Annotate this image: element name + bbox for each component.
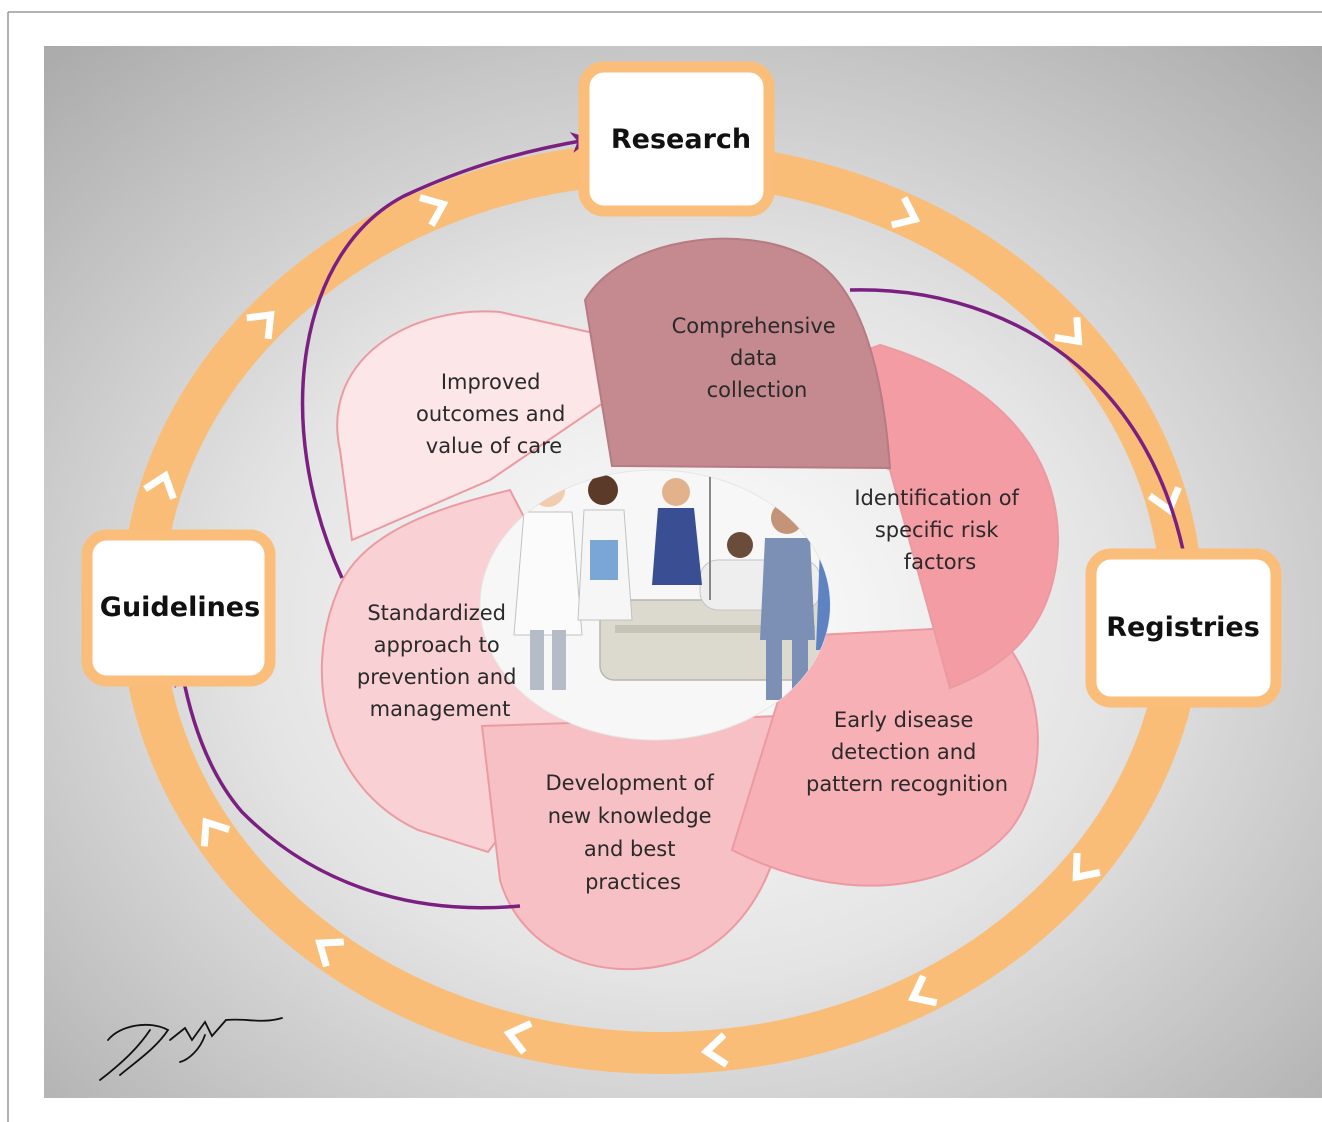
- label-data-collection: Comprehensive data collection: [672, 314, 843, 402]
- ring-chevron-7: [503, 1020, 533, 1055]
- label-risk-factors-line-1: Identification of: [854, 486, 1019, 510]
- ring-chevron-8: [315, 938, 345, 968]
- ring-chevron-5: [907, 974, 938, 1007]
- node-registries-label: Registries: [1106, 612, 1260, 643]
- label-early-detection-line-3: pattern recognition: [806, 772, 1008, 796]
- label-standardized-line-2: approach to: [374, 633, 500, 657]
- label-data-collection-line-3: collection: [707, 378, 808, 402]
- label-new-knowledge-line-4: practices: [585, 870, 681, 894]
- ring-chevron-4: [1072, 852, 1101, 882]
- arrow-research-to-registries: [849, 288, 1195, 577]
- node-research-label: Research: [611, 124, 751, 155]
- arrow-guidelines-to-research: [300, 132, 593, 579]
- ring-chevrons: [143, 194, 1182, 1068]
- ring-chevron-3: [1147, 486, 1182, 516]
- node-registries: Registries: [1085, 548, 1282, 708]
- node-guidelines-label: Guidelines: [100, 592, 260, 623]
- label-standardized-line-4: management: [370, 697, 511, 721]
- ring-chevron-9: [200, 817, 231, 847]
- label-risk-factors-line-2: specific risk: [875, 518, 999, 542]
- label-risk-factors: Identification of specific risk factors: [854, 486, 1025, 574]
- label-outcomes-line-1: Improved: [441, 370, 541, 394]
- petal-improved-outcomes: [336, 310, 681, 542]
- label-risk-factors-line-3: factors: [904, 550, 976, 574]
- label-early-detection-line-1: Early disease: [834, 708, 973, 732]
- label-new-knowledge-line-2: new knowledge: [548, 804, 712, 828]
- label-outcomes-line-2: outcomes and: [416, 402, 565, 426]
- ring-chevron-1: [890, 196, 921, 229]
- label-outcomes-line-3: value of care: [426, 434, 562, 458]
- label-standardized-line-1: Standardized: [367, 601, 506, 625]
- artist-signature: [99, 1017, 283, 1081]
- label-data-collection-line-2: data: [730, 346, 777, 370]
- label-early-detection-line-2: detection and: [831, 740, 976, 764]
- label-new-knowledge: Development of new knowledge and best pr…: [546, 771, 721, 894]
- label-standardized: Standardized approach to prevention and …: [357, 601, 523, 721]
- ring-chevron-10: [143, 470, 177, 500]
- label-new-knowledge-line-3: and best: [584, 837, 676, 861]
- petal-data-collection: [583, 237, 892, 470]
- label-outcomes: Improved outcomes and value of care: [416, 370, 572, 458]
- node-guidelines: Guidelines: [81, 529, 276, 687]
- petal-early-detection: [730, 624, 1039, 887]
- label-early-detection: Early disease detection and pattern reco…: [806, 708, 1008, 796]
- node-research: Research: [578, 61, 775, 217]
- label-new-knowledge-line-1: Development of: [546, 771, 715, 795]
- ring-chevron-6: [700, 1032, 729, 1068]
- label-data-collection-line-1: Comprehensive: [672, 314, 836, 338]
- label-standardized-line-3: prevention and: [357, 665, 517, 689]
- ring-chevron-12: [418, 194, 449, 228]
- ring-chevron-2: [1054, 316, 1083, 346]
- ring-chevron-11: [246, 310, 275, 340]
- arrow-practices-to-guidelines: [174, 665, 521, 910]
